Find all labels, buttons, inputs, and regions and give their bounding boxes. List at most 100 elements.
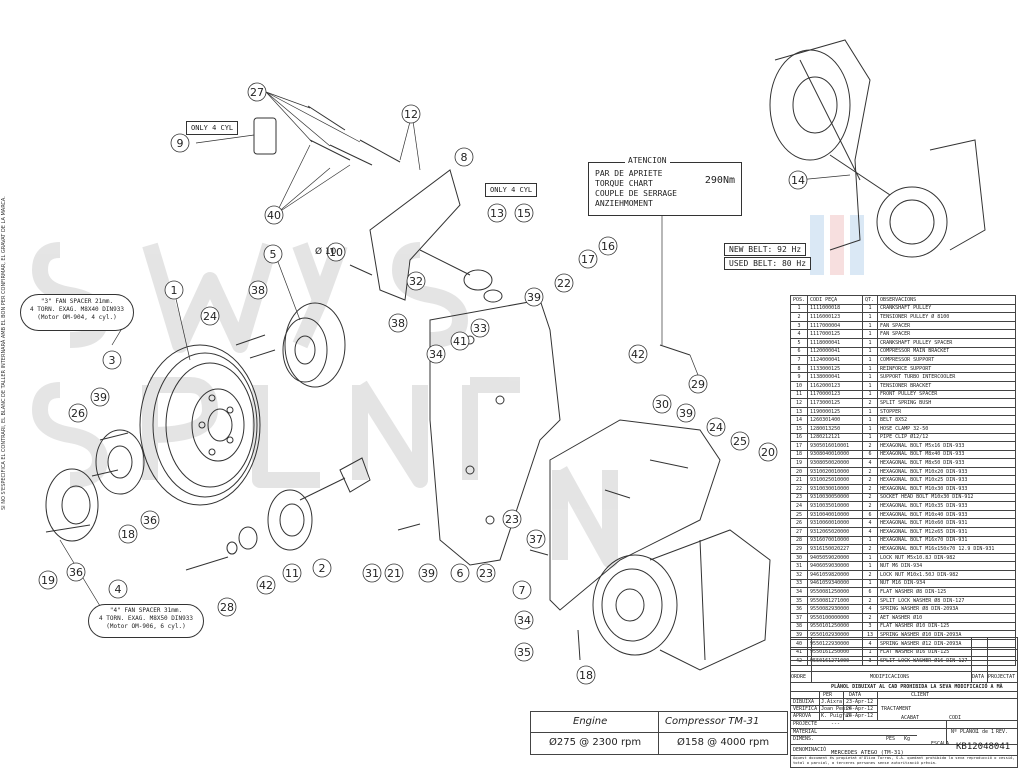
- svg-text:25: 25: [733, 435, 747, 448]
- bom-description: SPLIT SPRING BUSH: [877, 398, 1016, 408]
- bom-code: 9461059340000: [807, 578, 864, 589]
- bom-pos: 7: [789, 355, 809, 365]
- bom-description: REINFORCE SUPPORT: [877, 363, 1016, 374]
- bom-qty: 2: [862, 595, 879, 606]
- bom-code: 1280013250: [807, 423, 864, 434]
- bom-description: HEXAGONAL BOLT M5x16 DIN-933: [877, 441, 1016, 451]
- engine-label: Engine: [573, 716, 608, 727]
- callout-38: 38: [248, 280, 268, 300]
- callout-33: 33: [470, 318, 490, 338]
- callout-41: 41: [450, 331, 470, 351]
- svg-text:34: 34: [517, 614, 531, 627]
- svg-text:31: 31: [365, 567, 379, 580]
- callout-40: 40: [264, 205, 284, 225]
- bom-qty: 4: [862, 527, 879, 537]
- callout-18: 18: [118, 524, 138, 544]
- bom-description: CRANKSHAFT PULLEY: [877, 303, 1016, 314]
- bom-code: 9405059020000: [807, 552, 864, 563]
- bom-description: LOCK NUT M5x10.8J DIN-982: [877, 552, 1016, 563]
- bom-description: FLAT WASHER Ø10 DIN-125: [877, 621, 1016, 632]
- svg-text:35: 35: [517, 646, 531, 659]
- bom-pos: 8: [789, 363, 809, 374]
- bom-header-row: POS. CODI PEÇA QT. OBSERVACIONS: [789, 295, 1016, 305]
- bom-code: 9461059820000: [807, 570, 864, 580]
- bom-description: PIPE CLIP Ø12/12: [877, 432, 1016, 443]
- bom-description: SPLIT LOCK WASHER Ø8 DIN-127: [877, 595, 1016, 606]
- bom-description: HEXAGONAL BOLT M10x25 DIN-933: [877, 475, 1016, 486]
- bom-code: 1170000123: [807, 389, 864, 400]
- bom-code: 9316150020227: [807, 544, 864, 554]
- svg-text:39: 39: [93, 391, 107, 404]
- bom-description: TENSIONER BRACKET: [877, 380, 1016, 391]
- svg-text:32: 32: [409, 275, 423, 288]
- bom-code: 1117000125: [807, 329, 864, 339]
- bom-qty: 1: [862, 320, 879, 331]
- bom-pos: 14: [789, 415, 809, 425]
- bom-qty: 1: [862, 303, 879, 314]
- compressor-main-bracket: [429, 299, 561, 566]
- torque-header: ATENCION: [625, 156, 670, 165]
- bom-code: 1190000125: [807, 406, 864, 417]
- bom-code: 9308050020000: [807, 458, 864, 468]
- callout-34: 34: [426, 344, 446, 364]
- bom-description: SPRING WASHER Ø8 DIN-2093A: [877, 604, 1016, 614]
- bom-qty: 1: [862, 329, 879, 339]
- svg-text:3: 3: [109, 354, 116, 367]
- bom-code: 9310030050000: [807, 492, 864, 503]
- callout-39: 39: [524, 287, 544, 307]
- svg-text:15: 15: [517, 207, 531, 220]
- svg-text:1: 1: [171, 284, 178, 297]
- callout-35: 35: [514, 642, 534, 662]
- bom-code: 1138000041: [807, 372, 864, 382]
- diameter-note: Ø 10: [315, 247, 337, 257]
- bom-pos: 17: [789, 441, 809, 451]
- bom-pos: 1: [789, 303, 809, 314]
- callout-12: 12: [401, 104, 421, 124]
- bom-description: COMPRESSOR SUPPORT: [877, 355, 1016, 365]
- bom-pos: 26: [789, 518, 809, 529]
- callout-31: 31: [362, 563, 382, 583]
- svg-text:11: 11: [285, 567, 299, 580]
- callout-7: 7: [512, 580, 532, 600]
- callout-14: 14: [788, 170, 808, 190]
- tensioner-bracket: [299, 457, 371, 501]
- bom-description: SOCKET HEAD BOLT M10x30 DIN-912: [877, 492, 1016, 503]
- bom-pos: 3: [789, 320, 809, 331]
- bom-col-pos: POS.: [789, 295, 809, 305]
- bom-description: HEXAGONAL BOLT M10x40 DIN-933: [877, 509, 1016, 520]
- bom-qty: 2: [862, 441, 879, 451]
- bom-qty: 1: [862, 561, 879, 571]
- svg-text:41: 41: [453, 335, 467, 348]
- callout-10: 10: [326, 242, 346, 262]
- bom-pos: 36: [789, 604, 809, 614]
- bom-description: HEXAGONAL BOLT M12x65 DIN-931: [877, 527, 1016, 537]
- bom-col-qty: QT.: [862, 295, 879, 305]
- svg-text:36: 36: [143, 514, 157, 527]
- title-block: PLÀNOL DIBUIXAT AL CAD PROHIBIDA LA SEVA…: [790, 682, 1018, 768]
- callout-23: 23: [476, 563, 496, 583]
- bom-pos: 9: [789, 372, 809, 382]
- bom-qty: 2: [862, 466, 879, 477]
- svg-text:42: 42: [631, 348, 645, 361]
- assembled-view: [769, 39, 986, 258]
- bom-pos: 30: [789, 552, 809, 563]
- bom-pos: 25: [789, 509, 809, 520]
- bom-code: 9308040010000: [807, 449, 864, 460]
- bom-pos: 11: [789, 389, 809, 400]
- svg-text:38: 38: [251, 284, 265, 297]
- bom-pos: 6: [789, 346, 809, 357]
- bom-col-code: CODI PEÇA: [807, 295, 864, 305]
- bom-pos: 29: [789, 544, 809, 554]
- callout-38: 38: [388, 313, 408, 333]
- callout-20: 20: [758, 442, 778, 462]
